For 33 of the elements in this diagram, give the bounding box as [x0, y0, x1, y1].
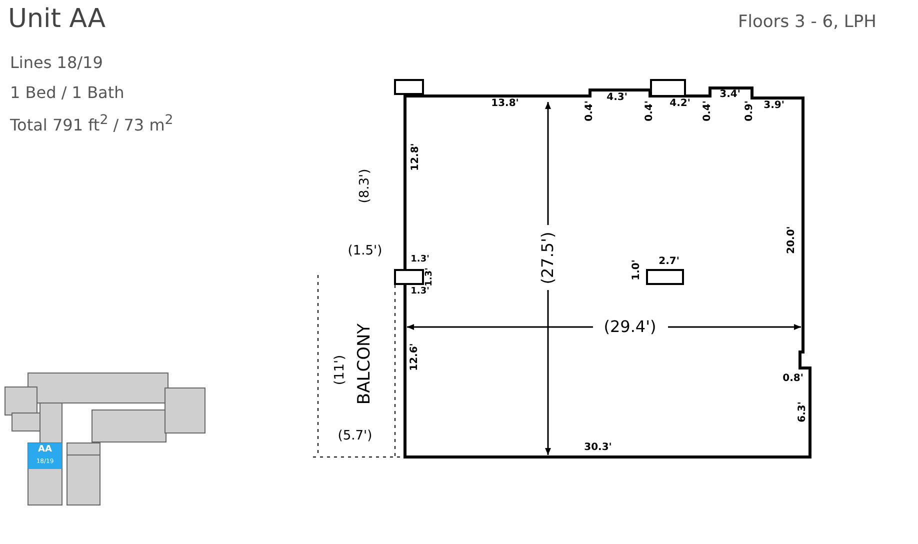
floors-label: Floors 3 - 6, LPH [738, 14, 876, 31]
dimension-label: 1.3' [410, 288, 430, 296]
dimension-label: 1.3' [410, 256, 430, 264]
dimension-label: 0.4' [645, 100, 655, 122]
dimension-label: 30.3' [584, 443, 612, 453]
unit-info: Total 791 ft$^{2}$ / 73 m$^{2}$ [10, 114, 174, 134]
dimension-label: 3.4' [720, 90, 740, 100]
dimension-label: 12.6' [410, 343, 420, 371]
dimension-label: 4.2' [670, 99, 690, 109]
unit-info: 1 Bed / 1 Bath [10, 85, 124, 101]
dimension-label: (11') [334, 354, 346, 386]
unit-marker-label: AA [38, 446, 52, 454]
dimension-label: (5.7') [338, 430, 372, 442]
dimension-label: (27.5') [540, 232, 556, 284]
dimension-label: 4.3' [606, 93, 628, 103]
dimension-label: 20.0' [787, 226, 797, 254]
dimension-label: 13.8' [491, 99, 519, 109]
dimension-label: 0.9' [745, 100, 755, 122]
unit-info: Lines 18/19 [10, 55, 103, 71]
dimension-label: (29.4') [604, 319, 656, 335]
dimension-label: 6.3' [798, 402, 808, 422]
dimension-label: 2.7' [658, 257, 680, 267]
dimension-label: 1.0' [632, 260, 642, 280]
dimension-label: (1.5') [348, 244, 382, 258]
dimension-label: 0.4' [703, 100, 713, 122]
dimension-label: 1.3' [426, 268, 434, 286]
dimension-label: 0.4' [585, 100, 595, 122]
dimension-label: 12.8' [411, 143, 421, 171]
dimension-label: (8.3') [358, 168, 372, 204]
dimension-label: 0.8' [782, 374, 804, 384]
balcony-label: BALCONY [356, 323, 374, 405]
unit-title: Unit AA [8, 6, 106, 32]
dimension-label: 3.9' [764, 101, 784, 111]
